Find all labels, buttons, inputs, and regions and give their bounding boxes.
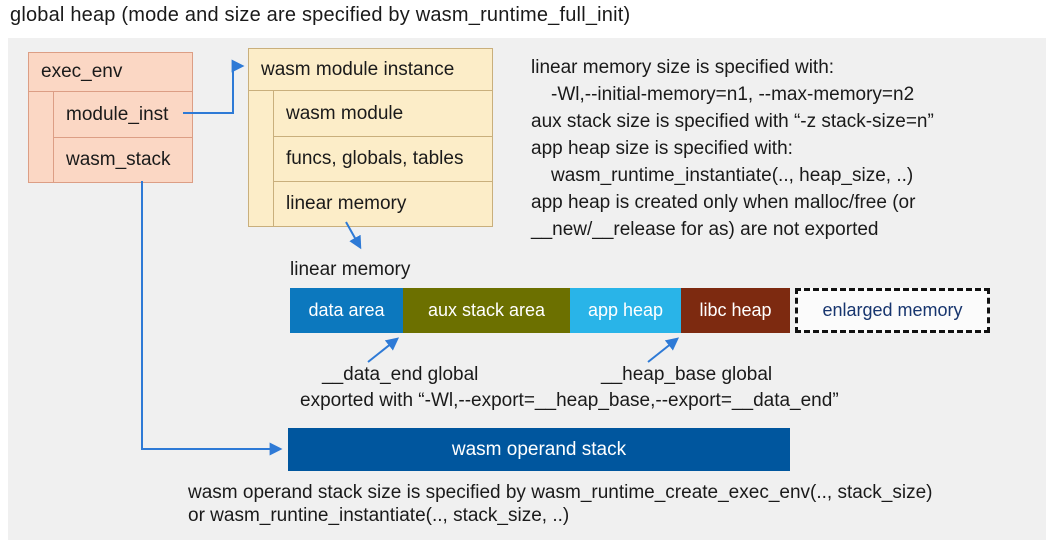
heap-base-global-label: __heap_base global (601, 364, 773, 385)
module-instance-header: wasm module instance (261, 58, 455, 80)
exec-env-box: exec_env module_inst wasm_stack (28, 52, 193, 183)
note-line: app heap is created only when malloc/fre… (531, 192, 916, 213)
diagram-title: global heap (mode and size are specified… (10, 4, 631, 26)
module-instance-gutter (249, 91, 274, 226)
note-line: app heap size is specified with: (531, 138, 793, 159)
linear-memory-bar: data area aux stack area app heap libc h… (290, 288, 990, 333)
exec-env-header: exec_env (41, 61, 123, 82)
segment-enlarged-memory: enlarged memory (795, 288, 990, 333)
note-line: __new/__release for as) are not exported (531, 219, 879, 240)
exec-env-row-module-inst: module_inst (66, 103, 169, 125)
operand-stack-caption-line1: wasm operand stack size is specified by … (188, 482, 933, 503)
exec-env-row-wasm-stack: wasm_stack (54, 137, 192, 182)
segment-libc-heap: libc heap (681, 288, 790, 333)
segment-aux-stack-area: aux stack area (403, 288, 570, 333)
size-notes: linear memory size is specified with: -W… (531, 54, 934, 243)
note-line: wasm_runtime_instantiate(.., heap_size, … (551, 165, 914, 186)
exec-env-gutter (29, 92, 54, 182)
linear-memory-label: linear memory (290, 259, 411, 280)
data-end-global-label: __data_end global (322, 364, 479, 385)
exported-with-label: exported with “-Wl,--export=__heap_base,… (300, 390, 839, 411)
segment-app-heap: app heap (570, 288, 681, 333)
segment-data-area: data area (290, 288, 403, 333)
note-line: -Wl,--initial-memory=n1, --max-memory=n2 (551, 84, 915, 105)
module-instance-box: wasm module instance wasm module funcs, … (248, 48, 493, 227)
wasm-operand-stack-bar: wasm operand stack (288, 428, 790, 471)
module-instance-row-linear-memory: linear memory (274, 181, 492, 226)
note-line: aux stack size is specified with “-z sta… (531, 111, 934, 132)
note-line: linear memory size is specified with: (531, 57, 835, 78)
module-instance-row-funcs-globals-tables: funcs, globals, tables (274, 136, 492, 181)
module-instance-row-wasm-module: wasm module (286, 102, 404, 124)
operand-stack-caption-line2: or wasm_runtine_instantiate(.., stack_si… (188, 505, 570, 526)
